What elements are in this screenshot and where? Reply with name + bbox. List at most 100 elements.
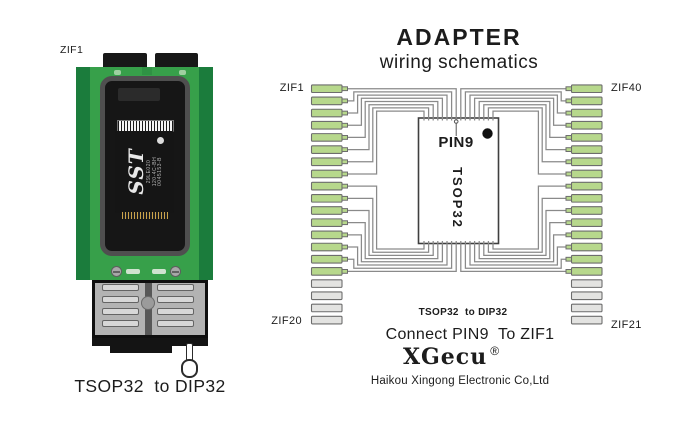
- zif-pin-stub-left: [341, 147, 348, 152]
- zif-pin-stub-left: [341, 159, 348, 165]
- label-zif21: ZIF21: [611, 319, 642, 331]
- wire-top-right: [469, 94, 567, 121]
- zif-pin-left-gray: [310, 303, 343, 313]
- zif-pin-stub-right: [565, 122, 572, 128]
- chip-marking: SST 29LE020 120-4C-BH 0045153-B: [115, 131, 174, 212]
- wire-bottom-right: [469, 241, 567, 266]
- wire-top-left: [347, 100, 439, 139]
- dip-slot: [157, 284, 194, 291]
- wire-top-right: [492, 110, 567, 175]
- zif-pin-stub-right: [565, 135, 572, 140]
- wire-bottom-right: [473, 234, 567, 263]
- wire-bottom-right: [483, 209, 567, 257]
- zif-pin-stub-left: [341, 86, 348, 92]
- photo-caption: TSOP32 to DIP32: [74, 376, 226, 396]
- zif-pin-right-green: [570, 193, 603, 203]
- wire-top-left: [347, 91, 453, 121]
- zif-pin-right-green: [570, 242, 603, 252]
- wire-bottom-right: [464, 241, 567, 269]
- zif-pin-right-gray: [570, 303, 603, 313]
- zif-pin-left-green: [310, 169, 343, 179]
- zif-pin-right-green: [570, 157, 603, 167]
- wire-bottom-right: [460, 241, 567, 273]
- zif-lever-knob: [180, 359, 198, 378]
- zif-pin-stub-right: [565, 256, 572, 262]
- brand-name: XGecu: [402, 344, 488, 370]
- zif-pin-right-green: [570, 267, 603, 276]
- zif-pin-left-gray: [310, 279, 343, 288]
- title-wiring-schematics: wiring schematics: [379, 52, 539, 73]
- company-name: Haikou Xingong Electronic Co,Ltd: [370, 375, 550, 387]
- zif-pin-stub-right: [565, 98, 572, 104]
- zif-pin-right-green: [570, 133, 603, 142]
- zif-pin-stub-right: [565, 171, 572, 177]
- zif-pin-left-green: [310, 242, 343, 252]
- adapter-base-step: [110, 346, 172, 353]
- zif-pin-right-gray: [570, 315, 603, 325]
- zif-pin-left-green: [310, 193, 343, 203]
- dip-center-circle: [141, 296, 155, 310]
- wire-bottom-left: [347, 234, 444, 263]
- wire-bottom-left: [347, 209, 434, 257]
- dip-slot: [157, 296, 194, 303]
- photo-zif1-label: ZIF1: [60, 44, 84, 56]
- zif-pin-left-green: [310, 181, 343, 191]
- zif-pin-left-green: [310, 230, 343, 240]
- solder-pad: [126, 269, 140, 274]
- wire-bottom-left: [347, 197, 430, 253]
- zif-pin-stub-left: [341, 98, 348, 104]
- wire-top-right: [473, 97, 567, 126]
- zif-pin-stub-right: [565, 244, 572, 250]
- page-title: ADAPTER wiring schematics: [348, 24, 570, 74]
- chip-lot-code: 0045153-B: [157, 157, 164, 186]
- wire-top-right: [478, 100, 567, 139]
- chip-package-label: TSOP32: [450, 167, 466, 229]
- zif-pin-stub-right: [565, 195, 572, 201]
- zif-pin-right-green: [570, 230, 603, 240]
- zif-pin-stub-left: [341, 244, 348, 250]
- label-zif40: ZIF40: [611, 82, 642, 94]
- wire-bottom-right: [487, 197, 567, 253]
- zif-pin-stub-right: [565, 208, 572, 213]
- zif-pin-left-green: [310, 267, 343, 276]
- wire-bottom-right: [492, 185, 567, 250]
- wire-bottom-left: [347, 241, 457, 273]
- pcb-edge-right: [199, 67, 213, 280]
- registered-mark-icon: ®: [490, 344, 500, 358]
- wire-top-right: [487, 107, 567, 163]
- schematic-caption-large: Connect PIN9 To ZIF1: [385, 326, 555, 343]
- pin9-pointer-tip: [453, 119, 459, 124]
- wire-top-left: [347, 104, 434, 151]
- zif-pin-right-green: [570, 169, 603, 179]
- zif-pin-right-green: [570, 84, 603, 94]
- wire-top-left: [347, 88, 457, 121]
- zif-pin-right-green: [570, 254, 603, 264]
- wire-bottom-left: [347, 241, 453, 269]
- zif-pin-stub-left: [341, 220, 348, 226]
- brand-logo: XGecu®: [368, 344, 534, 370]
- dip-slot: [157, 308, 194, 315]
- zif-pin-right-green: [570, 218, 603, 228]
- socket-latch: [118, 88, 160, 101]
- chip-body: [115, 131, 174, 213]
- wire-top-left: [347, 107, 430, 163]
- zif-pin-right-gray: [570, 291, 603, 301]
- adapter-top-tab-left: [103, 53, 147, 69]
- chip-pins-bottom: [122, 212, 168, 219]
- zif-pin-stub-left: [341, 171, 348, 177]
- zif-pin-stub-right: [565, 220, 572, 226]
- dip-slot: [102, 296, 139, 303]
- zif-pin-right-green: [570, 96, 603, 106]
- screw-left: [111, 266, 122, 277]
- zif-pin-left-green: [310, 133, 343, 142]
- adapter-base: [92, 338, 208, 346]
- chip-pin1-dot: [157, 137, 164, 144]
- zif-pin-stub-right: [565, 86, 572, 92]
- wire-top-right: [464, 91, 567, 121]
- title-adapter: ADAPTER: [396, 24, 522, 50]
- schematic-caption-small: TSOP32 to DIP32: [418, 307, 508, 318]
- zif-pin-right-gray: [570, 279, 603, 288]
- zif-pin-stub-left: [341, 183, 348, 189]
- zif-pin-left-green: [310, 120, 343, 130]
